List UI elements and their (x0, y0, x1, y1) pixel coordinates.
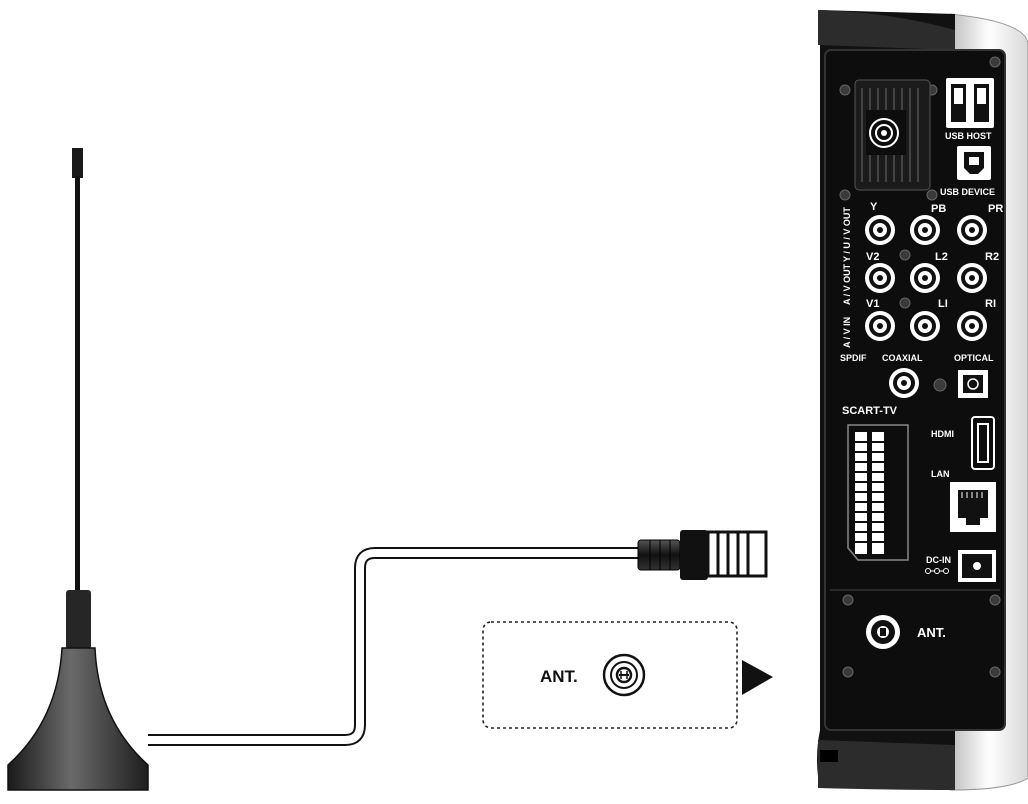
antenna-collar (66, 590, 91, 650)
label-v1: V1 (866, 298, 879, 310)
label-hdmi: HDMI (931, 429, 954, 439)
antenna-rod (75, 176, 80, 594)
antenna (7, 148, 149, 791)
scart-connector (847, 424, 909, 561)
rca-jack-l1 (910, 311, 940, 341)
dc-polarity-icon (925, 568, 949, 574)
label-av-in: A / V IN (842, 317, 852, 348)
rf-plug (637, 530, 768, 580)
label-ypbpr-out: Y / U / V OUT (842, 207, 852, 262)
dc-in-port (958, 550, 996, 582)
optical-port (958, 370, 988, 398)
label-coaxial: COAXIAL (882, 353, 923, 363)
arrow-right-icon (742, 660, 773, 695)
label-spdif: SPDIF (840, 353, 867, 363)
rca-jack-r2 (957, 263, 987, 293)
antenna-tip (72, 148, 83, 178)
panel-ant-socket-icon (866, 615, 900, 649)
rca-jack-v2 (865, 263, 895, 293)
label-scart-tv: SCART-TV (842, 405, 898, 417)
label-l1: LI (938, 298, 948, 310)
label-optical: OPTICAL (954, 353, 994, 363)
media-player-device: USB HOST USB DEVICE Y PB PR Y / U / V OU… (817, 10, 1028, 791)
ant-socket-icon (602, 653, 646, 697)
label-v2: V2 (866, 251, 879, 263)
label-l2: L2 (935, 251, 948, 263)
label-r2: R2 (985, 251, 999, 263)
usb-host-ports (946, 78, 994, 128)
coaxial-cable (148, 547, 640, 746)
label-ant-panel: ANT. (917, 625, 946, 640)
ant-callout: ANT. (482, 621, 773, 729)
hdmi-port (971, 416, 995, 470)
coaxial-spdif-jack (889, 368, 919, 398)
fan-grille (854, 79, 931, 191)
usb-device-port (957, 146, 991, 180)
label-av-out: A / V OUT (842, 263, 852, 305)
label-r1: RI (985, 298, 996, 310)
panel-screws (839, 56, 1001, 678)
rca-jack-r1 (957, 311, 987, 341)
rca-jack-pr (957, 215, 987, 245)
label-pr: PR (988, 203, 1003, 215)
rj45-port (950, 482, 996, 532)
label-dc-in: DC-IN (926, 555, 951, 565)
label-y: Y (870, 201, 878, 213)
label-usb-host: USB HOST (945, 131, 992, 141)
antenna-base (7, 647, 149, 791)
label-usb-device: USB DEVICE (940, 187, 995, 197)
label-lan: LAN (931, 469, 950, 479)
rca-jack-y (865, 215, 895, 245)
rca-jack-v1 (865, 311, 895, 341)
label-pb: PB (931, 203, 946, 215)
rca-jack-pb (910, 215, 940, 245)
rca-jack-l2 (910, 263, 940, 293)
callout-ant-label: ANT. (540, 667, 578, 686)
